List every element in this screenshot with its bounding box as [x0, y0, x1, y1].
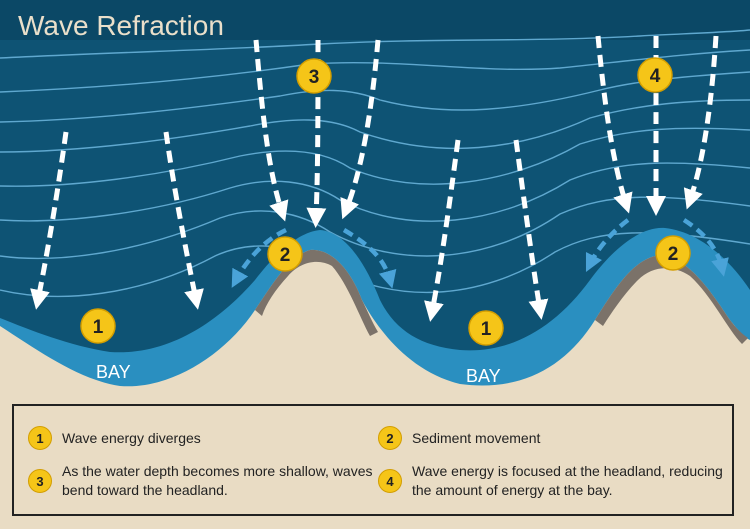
marker-2-right: 2	[655, 235, 691, 271]
svg-text:3: 3	[309, 67, 320, 88]
legend-badge: 4	[378, 469, 402, 493]
open-ocean-band	[0, 0, 750, 40]
legend-item-2: 2 Sediment movement	[378, 426, 540, 450]
marker-2-left: 2	[267, 236, 303, 272]
legend-badge: 2	[378, 426, 402, 450]
legend-item-3: 3 As the water depth becomes more shallo…	[28, 462, 373, 500]
svg-text:2: 2	[668, 244, 679, 265]
legend-badge: 1	[28, 426, 52, 450]
svg-text:1: 1	[481, 319, 492, 340]
svg-text:1: 1	[93, 317, 104, 338]
legend-item-1: 1 Wave energy diverges	[28, 426, 201, 450]
legend-item-4: 4 Wave energy is focused at the headland…	[378, 462, 723, 500]
legend-text: Wave energy is focused at the headland, …	[412, 463, 723, 498]
svg-text:4: 4	[650, 66, 661, 87]
legend-badge: 3	[28, 469, 52, 493]
legend-box: 1 Wave energy diverges 2 Sediment moveme…	[12, 404, 734, 516]
svg-text:2: 2	[280, 245, 291, 266]
legend-text: As the water depth becomes more shallow,…	[62, 463, 373, 498]
legend-text: Wave energy diverges	[62, 429, 201, 446]
diagram-title: Wave Refraction	[18, 10, 224, 41]
bay-label-left: BAY	[96, 362, 131, 382]
marker-1-right: 1	[468, 310, 504, 346]
marker-4: 4	[637, 57, 673, 93]
marker-3: 3	[296, 58, 332, 94]
legend-text: Sediment movement	[412, 429, 541, 446]
shallow-water	[0, 227, 750, 400]
sediment-movement-arrows	[231, 218, 729, 289]
bay-label-right: BAY	[466, 366, 501, 386]
headland-rock-right	[595, 255, 748, 344]
marker-1-left: 1	[80, 308, 116, 344]
